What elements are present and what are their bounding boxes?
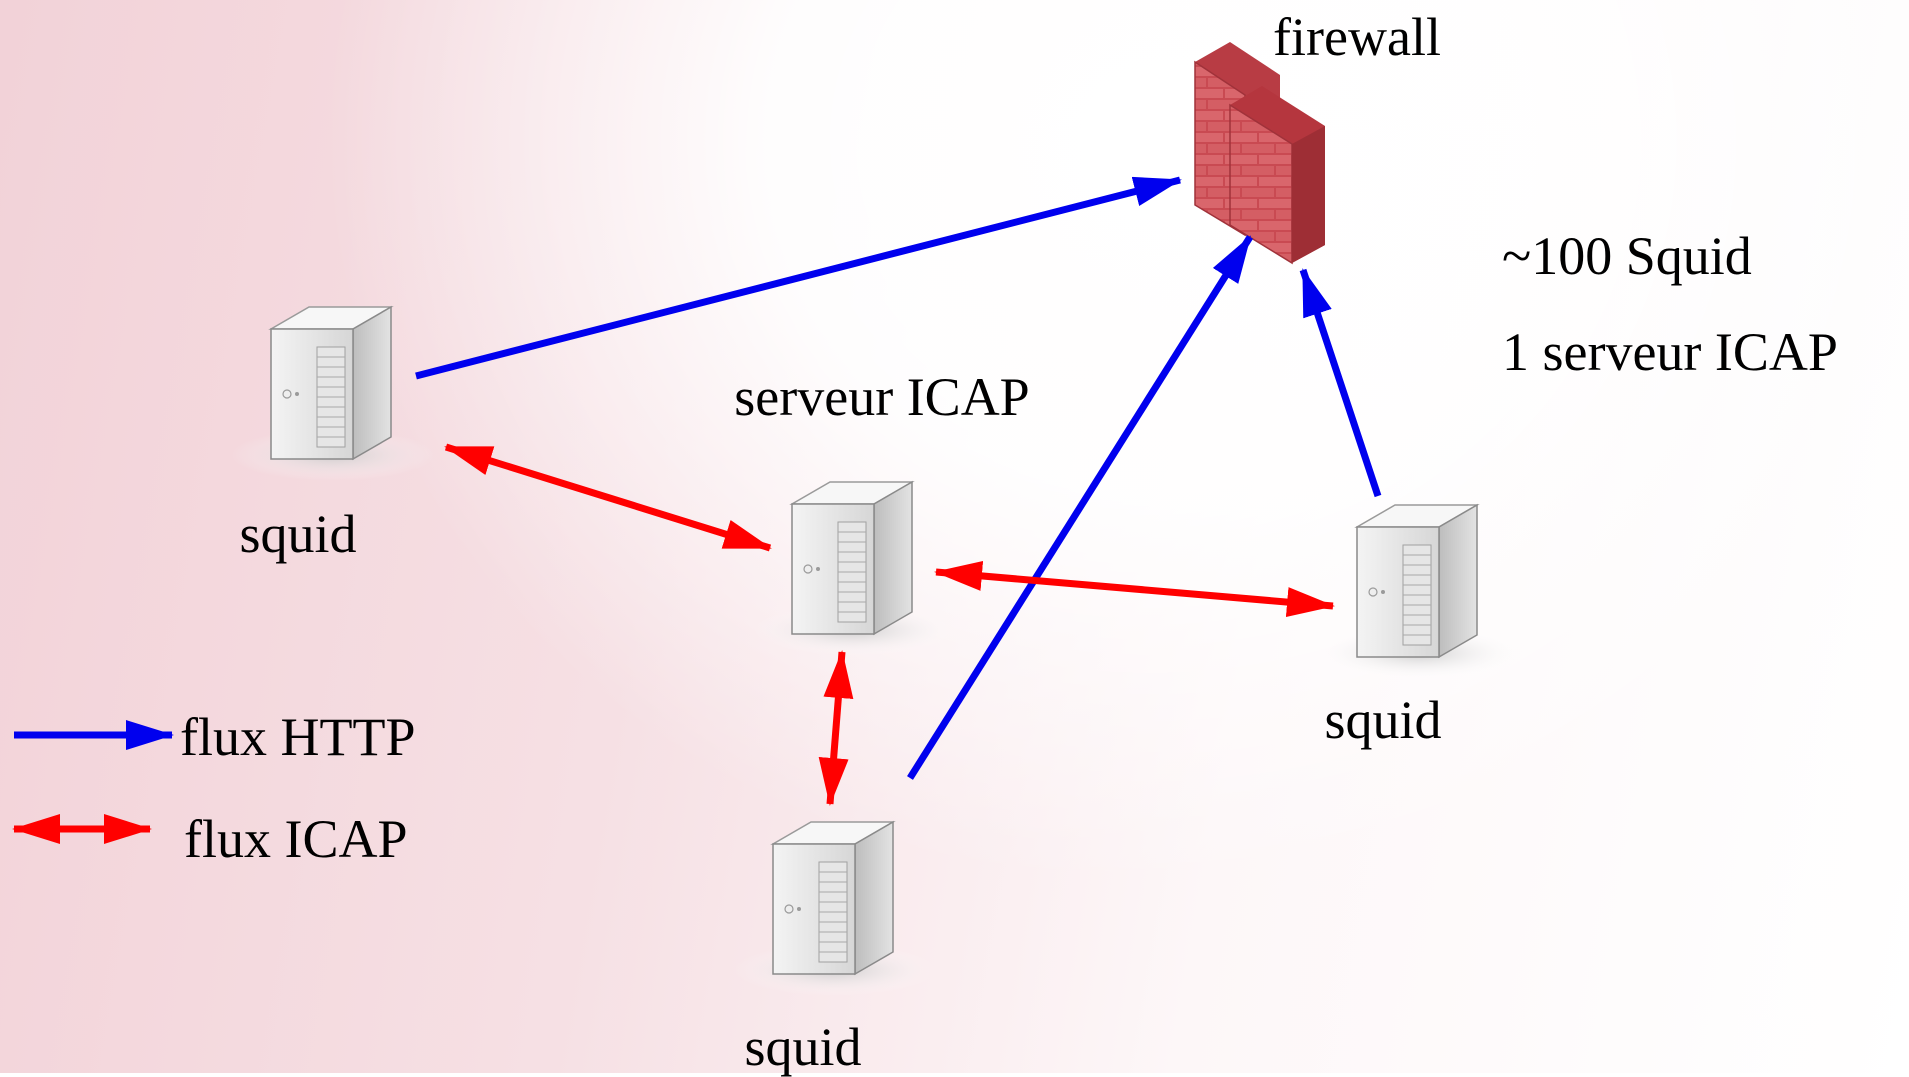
icap-flow-squid-right: [934, 560, 1335, 618]
note-squid-count: ~100 Squid: [1502, 226, 1752, 286]
http-flow-squid-left-to-firewall: [415, 176, 1182, 380]
firewall-icon: [1194, 42, 1325, 265]
legend-http-label: flux HTTP: [180, 707, 416, 767]
note-icap-count: 1 serveur ICAP: [1502, 322, 1838, 382]
icap-server-label: serveur ICAP: [734, 367, 1030, 427]
icap-server-icon: [751, 481, 957, 657]
squid-left-label: squid: [239, 504, 357, 564]
squid-bottom-label: squid: [744, 1017, 862, 1077]
http-flow-squid-right-to-firewall: [1299, 268, 1382, 498]
squid-right-label: squid: [1324, 690, 1442, 750]
squid-bottom-server-icon: [732, 821, 938, 997]
firewall-label: firewall: [1273, 7, 1441, 67]
squid-left-server-icon: [230, 306, 436, 482]
icap-flow-squid-left: [444, 443, 772, 552]
squid-right-server-icon: [1316, 504, 1522, 680]
icap-flow-squid-bottom: [818, 650, 854, 806]
legend-icap-label: flux ICAP: [184, 809, 408, 869]
http-flow-squid-bottom-to-firewall: [907, 235, 1253, 780]
